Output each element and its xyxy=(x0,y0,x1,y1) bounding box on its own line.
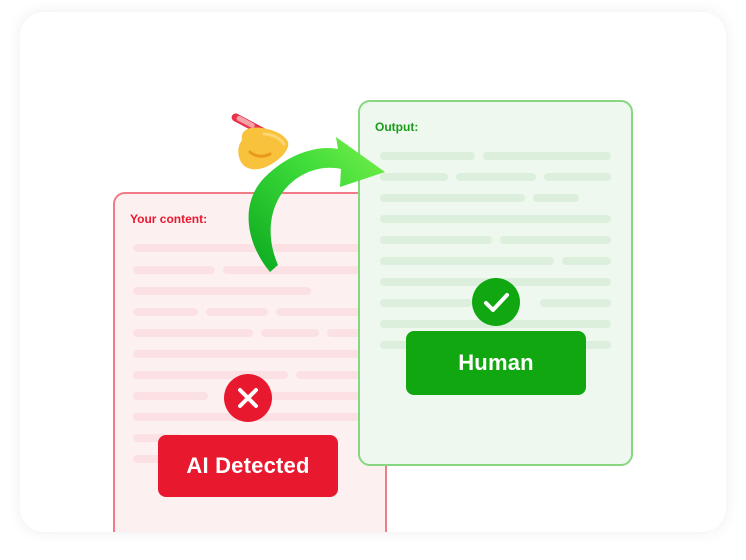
output-document-label: Output: xyxy=(375,120,419,134)
input-document-label: Your content: xyxy=(130,212,208,226)
illustration-card: Your content: Output: xyxy=(20,12,726,532)
x-icon xyxy=(224,374,272,422)
curved-arrow-icon xyxy=(248,137,385,272)
human-badge: Human xyxy=(406,331,586,395)
hand-writing-icon xyxy=(231,113,289,170)
check-icon xyxy=(472,278,520,326)
ai-detected-badge: AI Detected xyxy=(158,435,338,497)
